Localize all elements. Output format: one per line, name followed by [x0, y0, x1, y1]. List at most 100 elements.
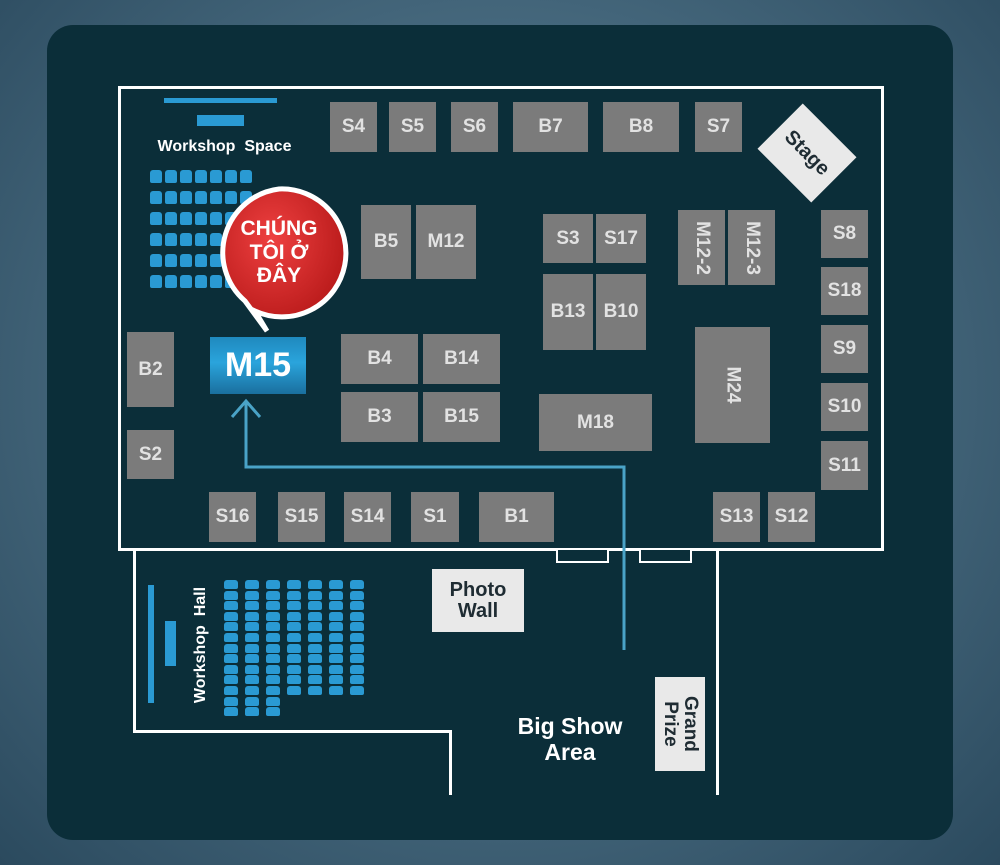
seat [165, 275, 177, 288]
seat [350, 622, 364, 632]
booth-s4[interactable]: S4 [330, 102, 377, 152]
booth-m12-2[interactable]: M12-2 [678, 210, 725, 285]
seat [180, 233, 192, 246]
seat [245, 686, 259, 695]
seat [266, 590, 280, 600]
booth-s15[interactable]: S15 [278, 492, 325, 542]
seat [308, 590, 322, 600]
booth-b13[interactable]: B13 [543, 274, 593, 350]
booth-m18[interactable]: M18 [539, 394, 652, 451]
seat [195, 212, 207, 225]
seat [329, 675, 343, 685]
seat [350, 675, 364, 685]
seat [165, 191, 177, 204]
seat [224, 601, 238, 611]
booth-s10[interactable]: S10 [821, 383, 868, 431]
booth-s5[interactable]: S5 [389, 102, 436, 152]
seat [224, 580, 238, 589]
booth-s7[interactable]: S7 [695, 102, 742, 152]
callout-text: CHÚNG TÔI Ở ĐÂY [240, 217, 318, 288]
booth-b10[interactable]: B10 [596, 274, 646, 350]
booth-b7[interactable]: B7 [513, 102, 588, 152]
booth-m24[interactable]: M24 [695, 327, 770, 443]
booth-b14[interactable]: B14 [423, 334, 500, 384]
seat [350, 633, 364, 642]
seat [195, 254, 207, 267]
booth-m15-label: M15 [224, 346, 292, 384]
seat [245, 643, 259, 653]
seat [287, 643, 301, 653]
booth-s9[interactable]: S9 [821, 325, 868, 373]
seat [224, 643, 238, 653]
workshop-hall-wall-right [449, 730, 452, 795]
booth-s14[interactable]: S14 [344, 492, 391, 542]
seat [308, 622, 322, 632]
seat [245, 664, 259, 674]
seat [350, 590, 364, 600]
booth-b3[interactable]: B3 [341, 392, 418, 442]
booth-s8[interactable]: S8 [821, 210, 868, 258]
seat [245, 654, 259, 664]
seat [245, 633, 259, 642]
seat [245, 590, 259, 600]
seat [266, 654, 280, 664]
seat [350, 601, 364, 611]
seat [266, 664, 280, 674]
booth-b15[interactable]: B15 [423, 392, 500, 442]
booth-b4[interactable]: B4 [341, 334, 418, 384]
booth-s16[interactable]: S16 [209, 492, 256, 542]
booth-m12[interactable]: M12 [416, 205, 476, 279]
seat [308, 664, 322, 674]
seat [287, 611, 301, 621]
grand-prize-wall [716, 548, 719, 795]
booth-s1[interactable]: S1 [411, 492, 459, 542]
seat [224, 664, 238, 674]
door-right [639, 548, 692, 563]
booth-b5[interactable]: B5 [361, 205, 411, 279]
seat [224, 590, 238, 600]
seat [308, 643, 322, 653]
location-pin-icon [220, 186, 349, 333]
booth-b8[interactable]: B8 [603, 102, 679, 152]
workshop-hall-label: Workshop Hall [192, 586, 209, 704]
hall-wall-left [118, 86, 121, 551]
booth-s6[interactable]: S6 [451, 102, 498, 152]
booth-b1[interactable]: B1 [479, 492, 554, 542]
booth-s12[interactable]: S12 [768, 492, 815, 542]
seat [308, 675, 322, 685]
booth-s11[interactable]: S11 [821, 441, 868, 490]
seat [287, 664, 301, 674]
booth-s18[interactable]: S18 [821, 267, 868, 315]
seat [150, 212, 162, 225]
seat [350, 643, 364, 653]
booth-b2[interactable]: B2 [127, 332, 174, 407]
seat [210, 233, 222, 246]
seat [150, 254, 162, 267]
booth-m12-3[interactable]: M12-3 [728, 210, 775, 285]
booth-m15-highlight[interactable]: M15 [210, 337, 306, 394]
seat [150, 170, 162, 183]
booth-s2[interactable]: S2 [127, 430, 174, 479]
seat [195, 233, 207, 246]
seat [266, 580, 280, 589]
seat [165, 170, 177, 183]
door-left [556, 548, 609, 563]
seat [350, 664, 364, 674]
seat [329, 601, 343, 611]
seat [210, 170, 222, 183]
seat [329, 590, 343, 600]
seat [350, 611, 364, 621]
booth-s13[interactable]: S13 [713, 492, 760, 542]
seat [165, 212, 177, 225]
booth-s3[interactable]: S3 [543, 214, 593, 263]
seat [308, 654, 322, 664]
grand-prize-sign: Grand Prize [655, 677, 705, 771]
booth-s17[interactable]: S17 [596, 214, 646, 263]
route-arrow [230, 398, 626, 650]
seat [210, 212, 222, 225]
seat [329, 611, 343, 621]
seat [266, 686, 280, 695]
seat [224, 707, 238, 717]
seat [266, 611, 280, 621]
workshop-hall-podium [165, 621, 176, 666]
